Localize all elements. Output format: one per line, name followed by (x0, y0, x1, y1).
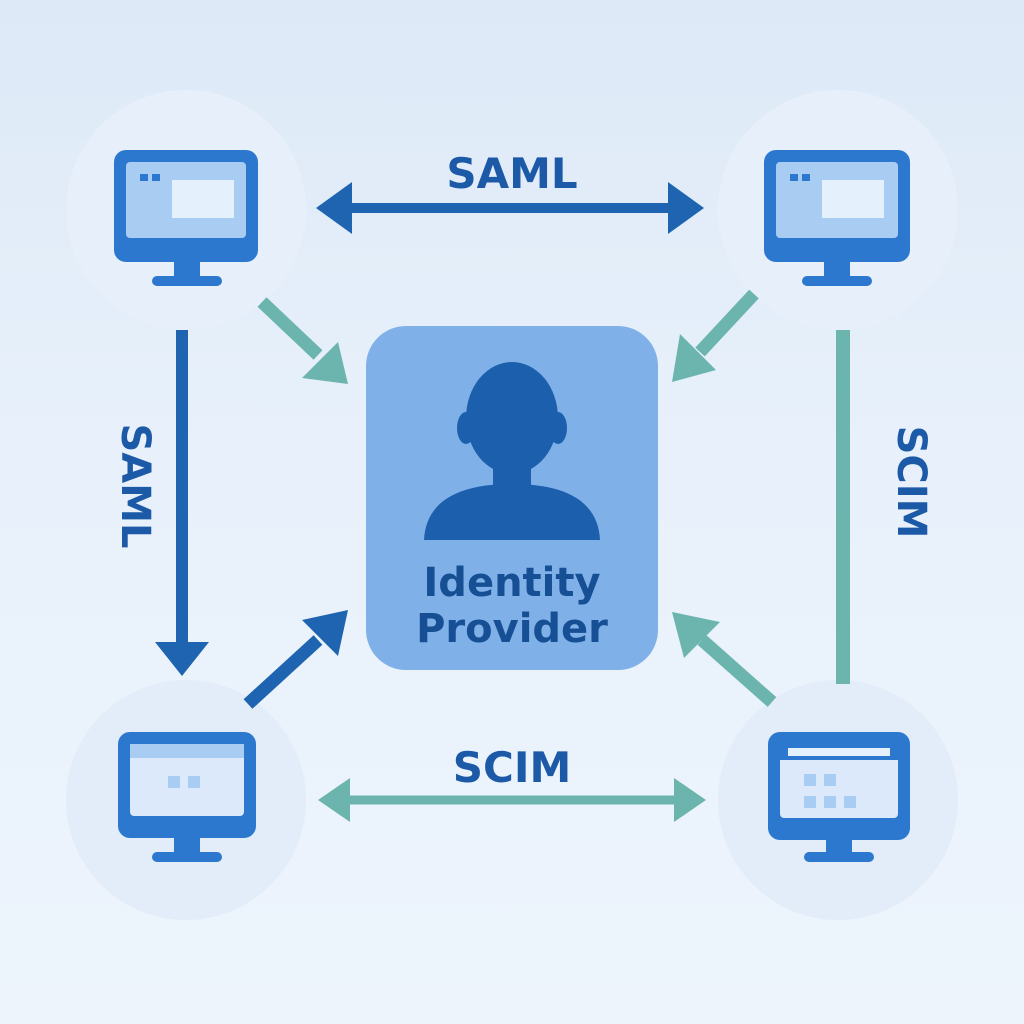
computer-monitor-icon-bottom-left (118, 732, 256, 862)
computer-monitor-icon-top-right (764, 150, 910, 286)
arrow-bottom-left-to-idp (243, 610, 348, 709)
idp-label-line2: Provider (416, 606, 608, 652)
arrow-top-right-to-idp (672, 289, 759, 382)
user-silhouette-icon (424, 362, 600, 540)
arrow-bottom-right-to-idp (672, 612, 777, 707)
saml-left-label: SAML (112, 423, 158, 548)
scim-bottom-arrow (318, 778, 706, 822)
scim-right-label: SCIM (888, 426, 934, 539)
identity-provider-box: Identity Provider (366, 326, 658, 670)
scim-bottom-label: SCIM (453, 743, 572, 792)
computer-monitor-icon-bottom-right (768, 732, 910, 862)
idp-label-line1: Identity (423, 560, 600, 606)
saml-top-label: SAML (446, 149, 577, 198)
computer-monitor-icon-top-left (114, 150, 258, 286)
arrow-top-left-to-idp (257, 297, 348, 384)
saml-top-arrow (316, 182, 704, 234)
saml-left-arrow (155, 330, 209, 676)
